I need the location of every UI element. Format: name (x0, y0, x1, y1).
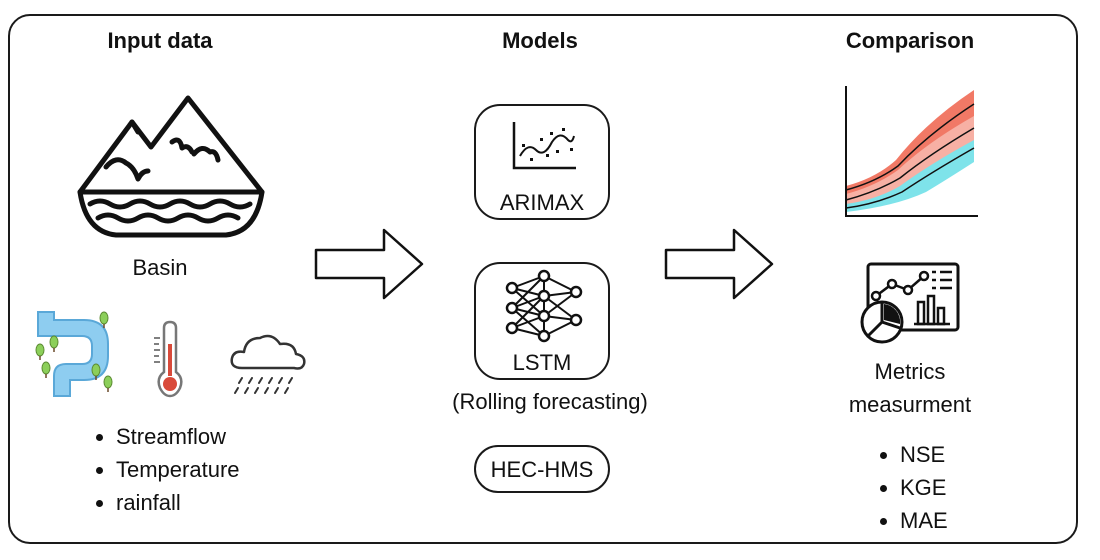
list-item-temperature: Temperature (116, 453, 240, 486)
lstm-model-box: LSTM (474, 262, 610, 380)
rain-cloud-icon (230, 334, 306, 394)
list-item-mae: MAE (900, 504, 948, 537)
input-data-heading: Input data (107, 28, 213, 53)
lstm-subtitle: (Rolling forecasting) (452, 389, 648, 414)
arimax-label: ARIMAX (499, 190, 585, 215)
list-item-streamflow: Streamflow (116, 420, 240, 453)
arrow-right-icon (314, 228, 424, 300)
metrics-dashboard-icon (860, 262, 960, 344)
thermometer-icon (154, 320, 183, 398)
list-item-nse: NSE (900, 438, 948, 471)
arimax-model-box: ARIMAX (474, 104, 610, 220)
diagram-frame (8, 14, 1078, 544)
lstm-label: LSTM (512, 350, 572, 375)
band-chart-icon (845, 86, 978, 217)
comparison-heading: Comparison (845, 28, 975, 53)
metrics-label-line1: Metrics (874, 359, 946, 384)
input-variables-list: Streamflow Temperature rainfall (90, 420, 240, 519)
models-heading: Models (502, 28, 578, 53)
scatter-trend-icon (512, 122, 576, 170)
neural-network-icon (505, 269, 583, 343)
list-item-rainfall: rainfall (116, 486, 240, 519)
hechms-model-box: HEC-HMS (474, 445, 610, 493)
metrics-list: NSE KGE MAE (874, 438, 948, 537)
basin-mountain-icon (77, 95, 265, 238)
river-streamflow-icon (35, 311, 113, 397)
hechms-label: HEC-HMS (490, 457, 594, 482)
metrics-label-line2: measurment (848, 392, 972, 417)
arrow-right-icon (664, 228, 774, 300)
basin-label: Basin (132, 255, 188, 280)
list-item-kge: KGE (900, 471, 948, 504)
